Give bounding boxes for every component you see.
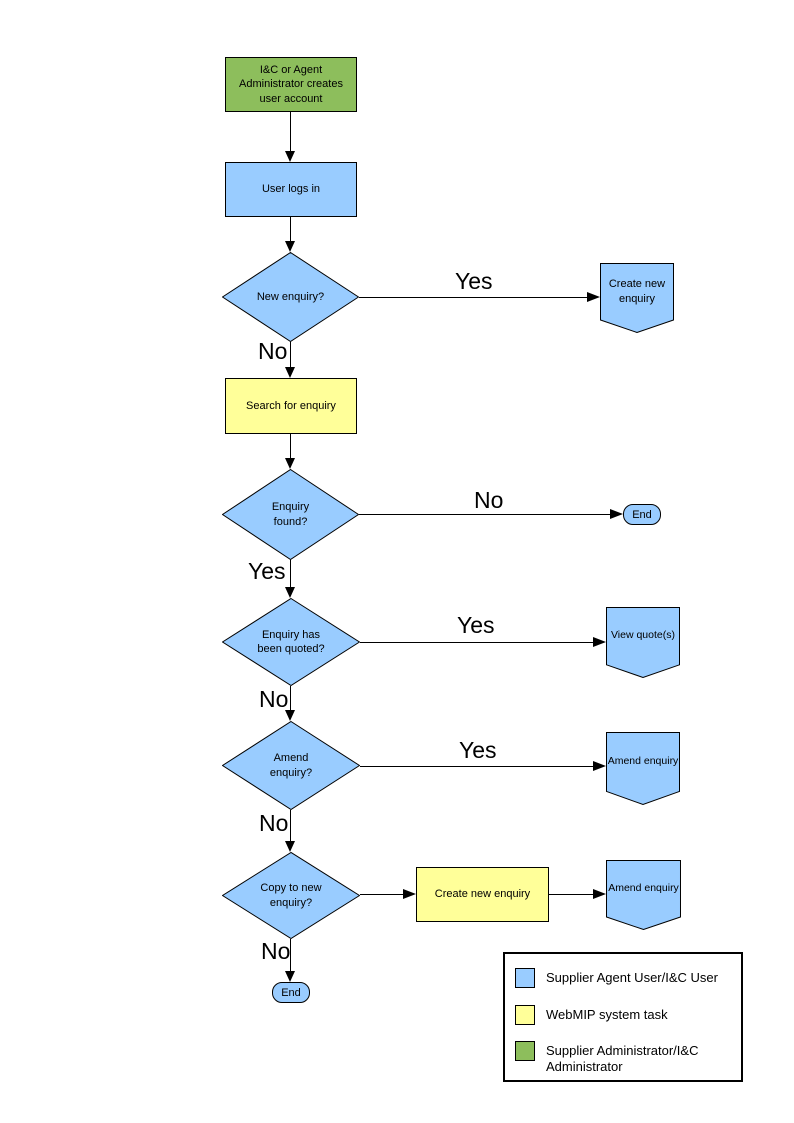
flow-line — [290, 342, 291, 367]
arrowhead-down-icon — [285, 151, 295, 162]
decision-copy-enquiry-label: Copy to new enquiry? — [260, 882, 322, 909]
offpage-amend-enquiry-1: Amend enquiry — [606, 732, 680, 805]
diamond-shape — [222, 469, 359, 560]
arrowhead-down-icon — [285, 367, 295, 378]
edge-label-no: No — [259, 686, 289, 712]
pentagon-shape — [606, 607, 680, 678]
flow-line — [290, 686, 291, 710]
flow-line — [360, 766, 593, 767]
decision-enquiry-quoted-label: Enquiry has been quoted? — [257, 628, 325, 655]
offpage-amend-enquiry-1-label: Amend enquiry — [607, 755, 679, 768]
legend: Supplier Agent User/I&C User WebMIP syst… — [503, 952, 743, 1082]
arrowhead-right-icon — [587, 292, 600, 302]
terminator-end-right: End — [623, 504, 661, 525]
task-box-create-new-enquiry: Create new enquiry — [416, 867, 549, 922]
arrowhead-right-icon — [593, 761, 606, 771]
decision-amend-enquiry: Amend enquiry? — [222, 721, 360, 810]
decision-new-enquiry: New enquiry? — [222, 252, 359, 342]
arrowhead-right-icon — [610, 509, 623, 519]
task-box-search-enquiry: Search for enquiry — [225, 378, 357, 434]
offpage-amend-enquiry-2-label: Amend enquiry — [608, 881, 679, 894]
offpage-create-new-enquiry: Create new enquiry — [600, 263, 674, 333]
flow-line — [290, 112, 291, 151]
legend-item: Supplier Administrator/I&C Administrator — [515, 1041, 738, 1075]
terminator-end-bottom-label: End — [281, 986, 301, 999]
flow-line — [360, 894, 403, 895]
edge-label-yes: Yes — [459, 737, 497, 763]
process-box-user-login: User logs in — [225, 162, 357, 217]
flow-line — [360, 642, 593, 643]
arrowhead-down-icon — [285, 241, 295, 252]
flow-line — [549, 894, 593, 895]
arrowhead-down-icon — [285, 710, 295, 721]
legend-item: Supplier Agent User/I&C User — [515, 968, 738, 988]
flow-line — [359, 297, 587, 298]
arrowhead-right-icon — [403, 889, 416, 899]
flow-line — [290, 560, 291, 587]
arrowhead-down-icon — [285, 841, 295, 852]
offpage-view-quotes-label: View quote(s) — [610, 629, 675, 642]
arrowhead-down-icon — [285, 971, 295, 982]
flow-line — [359, 514, 610, 515]
offpage-create-new-enquiry-label: Create new enquiry — [608, 278, 666, 305]
legend-swatch-blue — [515, 968, 535, 988]
diamond-shape — [222, 721, 360, 810]
edge-label-no: No — [261, 938, 291, 964]
legend-item: WebMIP system task — [515, 1005, 738, 1025]
pentagon-shape — [600, 263, 674, 333]
decision-enquiry-found-label: Enquiry found? — [271, 501, 310, 528]
flow-line — [290, 434, 291, 458]
terminator-end-bottom: End — [272, 982, 310, 1003]
arrowhead-right-icon — [593, 637, 606, 647]
decision-copy-enquiry: Copy to new enquiry? — [222, 852, 360, 939]
process-box-create-account-label: I&C or Agent Administrator creates user … — [239, 64, 343, 105]
edge-label-no: No — [259, 810, 289, 836]
pentagon-shape — [606, 860, 681, 930]
offpage-amend-enquiry-2: Amend enquiry — [606, 860, 681, 930]
legend-label: Supplier Administrator/I&C Administrator — [546, 1043, 699, 1074]
terminator-end-right-label: End — [632, 508, 652, 521]
legend-label: WebMIP system task — [546, 1007, 668, 1022]
arrowhead-down-icon — [285, 458, 295, 469]
arrowhead-right-icon — [593, 889, 606, 899]
diamond-shape — [222, 252, 359, 342]
pentagon-shape — [606, 732, 680, 805]
edge-label-no: No — [258, 338, 288, 364]
offpage-view-quotes: View quote(s) — [606, 607, 680, 678]
decision-enquiry-quoted: Enquiry has been quoted? — [222, 598, 360, 686]
legend-swatch-green — [515, 1041, 535, 1061]
decision-new-enquiry-label: New enquiry? — [256, 290, 325, 303]
process-box-create-account: I&C or Agent Administrator creates user … — [225, 57, 357, 112]
edge-label-yes: Yes — [248, 558, 286, 584]
edge-label-no: No — [474, 487, 504, 513]
flow-line — [290, 939, 291, 971]
legend-swatch-yellow — [515, 1005, 535, 1025]
flow-line — [290, 217, 291, 241]
decision-amend-enquiry-label: Amend enquiry? — [269, 752, 313, 779]
diamond-shape — [222, 852, 360, 939]
edge-label-yes: Yes — [457, 612, 495, 638]
task-box-search-enquiry-label: Search for enquiry — [246, 399, 336, 412]
process-box-user-login-label: User logs in — [261, 183, 321, 196]
flow-line — [290, 810, 291, 841]
diamond-shape — [222, 598, 360, 686]
legend-label: Supplier Agent User/I&C User — [546, 970, 718, 985]
arrowhead-down-icon — [285, 587, 295, 598]
task-box-create-new-enquiry-label: Create new enquiry — [434, 888, 531, 901]
edge-label-yes: Yes — [455, 268, 493, 294]
decision-enquiry-found: Enquiry found? — [222, 469, 359, 560]
